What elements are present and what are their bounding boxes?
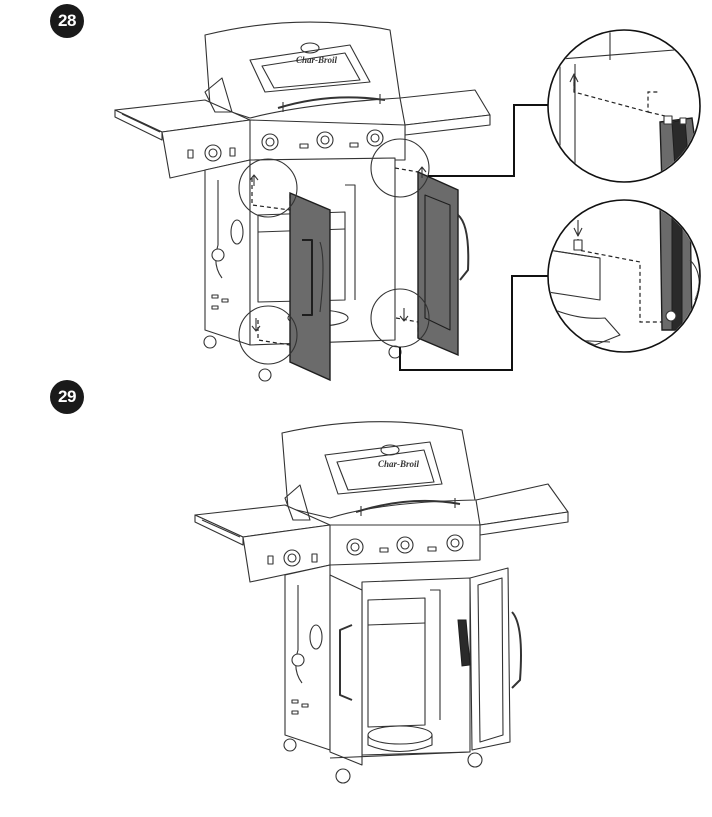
magnified-detail-top-hinge (547, 29, 701, 183)
control-panel (242, 524, 481, 583)
grill-lid (281, 421, 476, 519)
right-door-open (469, 567, 511, 751)
step-number-badge-28: 28 (50, 4, 84, 38)
arrow-down-icon (399, 308, 409, 322)
arrow-down-icon (251, 318, 261, 332)
grill-lid (204, 21, 401, 119)
left-door-panel (289, 191, 331, 382)
detail-circle-top-right (370, 138, 430, 198)
brand-logo: Char-Broil (378, 459, 420, 469)
right-door-panel (417, 170, 459, 357)
step-28-illustration: Char-Broil (114, 21, 701, 382)
arrow-up-icon (249, 174, 259, 186)
arrow-up-icon (417, 166, 427, 178)
brand-logo: Char-Broil (296, 55, 338, 65)
cart-left-side-panel (204, 159, 251, 346)
detail-circle-top-left (238, 158, 298, 218)
step-number-badge-29: 29 (50, 380, 84, 414)
cart-left-side-panel (284, 564, 331, 751)
grill-tool-hanging (457, 619, 471, 667)
arrow-up-icon (569, 73, 579, 92)
magnified-detail-bottom-hinge (547, 199, 701, 353)
arrow-down-icon (573, 220, 583, 237)
left-door-open (329, 574, 363, 766)
step-29-illustration: Char-Broil (194, 421, 569, 784)
detail-circle-bottom-left (238, 305, 298, 365)
